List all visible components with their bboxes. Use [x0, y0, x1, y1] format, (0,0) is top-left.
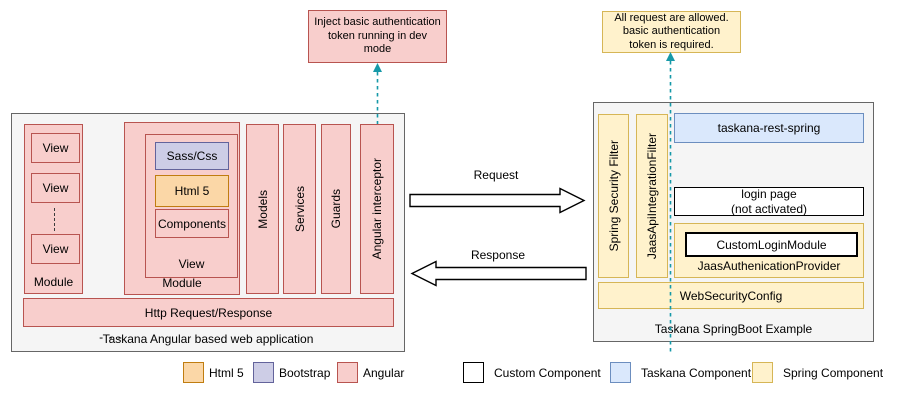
- html5-box: Html 5: [155, 175, 229, 207]
- dev-mode-note: Inject basic authentication token runnin…: [308, 10, 447, 63]
- horizontal-ellipsis: - - -: [99, 330, 123, 344]
- jaas-authentication-provider-label: JaasAuthenicationProvider: [697, 259, 841, 273]
- web-security-config-box: WebSecurityConfig: [598, 282, 864, 309]
- response-arrow: [410, 260, 587, 287]
- custom-login-module-box: CustomLoginModule: [685, 232, 858, 257]
- sass-css-box: Sass/Css: [155, 142, 229, 170]
- request-label: Request: [473, 168, 519, 182]
- module-label: Module: [33, 275, 74, 289]
- legend-item-custom-component: Custom Component: [463, 362, 601, 383]
- note-connector-arrow-left: [373, 63, 382, 124]
- angular-app-title: Taskana Angular based web application: [102, 332, 314, 346]
- angular-swatch: [337, 362, 358, 383]
- spring-security-filter-box: Spring Security Filter: [598, 114, 629, 278]
- legend-label: Custom Component: [494, 365, 601, 380]
- view-box: View: [31, 133, 80, 163]
- bootstrap-swatch: [253, 362, 274, 383]
- springboot-title: Taskana SpringBoot Example: [654, 322, 813, 336]
- legend-item-html5: Html 5: [183, 362, 244, 383]
- custom-component-swatch: [463, 362, 484, 383]
- components-box: Components: [155, 209, 229, 238]
- spring-security-filter-label: Spring Security Filter: [606, 140, 621, 252]
- springboot-container: Spring Security Filter JaasApiIntegratio…: [593, 102, 874, 342]
- taskana-component-swatch: [610, 362, 631, 383]
- note-connector-arrow-right: [666, 52, 675, 352]
- view-container: Sass/Css Html 5 Components View: [145, 134, 238, 278]
- auth-required-note: All request are allowed. basic authentic…: [602, 11, 741, 53]
- services-column: Services: [283, 124, 316, 294]
- angular-module-2: Sass/Css Html 5 Components View Module: [124, 122, 240, 295]
- vertical-ellipsis: [54, 208, 55, 231]
- module-label: Module: [162, 276, 202, 290]
- jaas-api-integration-filter-label: JaasApiIntegrationFilter: [645, 132, 659, 260]
- spring-component-swatch: [752, 362, 773, 383]
- angular-interceptor-column: Angular interceptor: [360, 124, 394, 294]
- models-column: Models: [246, 124, 279, 294]
- legend-label: Angular: [363, 365, 405, 380]
- legend-label: Taskana Component: [641, 365, 752, 380]
- view-box: View: [31, 173, 80, 203]
- view-box: View: [31, 234, 80, 264]
- jaas-api-integration-filter-box: JaasApiIntegrationFilter: [636, 114, 668, 278]
- angular-app-container: View View View Module - - - Sass/Css Htm…: [11, 113, 405, 352]
- guards-column: Guards: [321, 124, 351, 294]
- legend-item-taskana-component: Taskana Component: [610, 362, 751, 383]
- angular-interceptor-label: Angular interceptor: [370, 158, 384, 260]
- http-request-response-bar: Http Request/Response: [23, 298, 394, 327]
- services-label: Services: [292, 185, 307, 232]
- request-arrow: [409, 187, 586, 214]
- legend-label: Spring Component: [783, 365, 884, 380]
- legend-item-spring-component: Spring Component: [752, 362, 883, 383]
- legend-item-bootstrap: Bootstrap: [253, 362, 330, 383]
- jaas-authentication-provider-box: CustomLoginModule JaasAuthenicationProvi…: [674, 223, 864, 278]
- login-page-box: login page (not activated): [674, 187, 864, 216]
- angular-module-1: View View View Module: [24, 124, 83, 294]
- legend-item-angular: Angular: [337, 362, 404, 383]
- taskana-rest-spring-box: taskana-rest-spring: [674, 113, 864, 143]
- html5-swatch: [183, 362, 204, 383]
- models-label: Models: [255, 189, 270, 229]
- legend-label: Bootstrap: [279, 365, 331, 380]
- response-label: Response: [470, 248, 526, 262]
- view-label: View: [178, 257, 205, 271]
- legend-label: Html 5: [209, 365, 244, 380]
- guards-label: Guards: [329, 189, 343, 229]
